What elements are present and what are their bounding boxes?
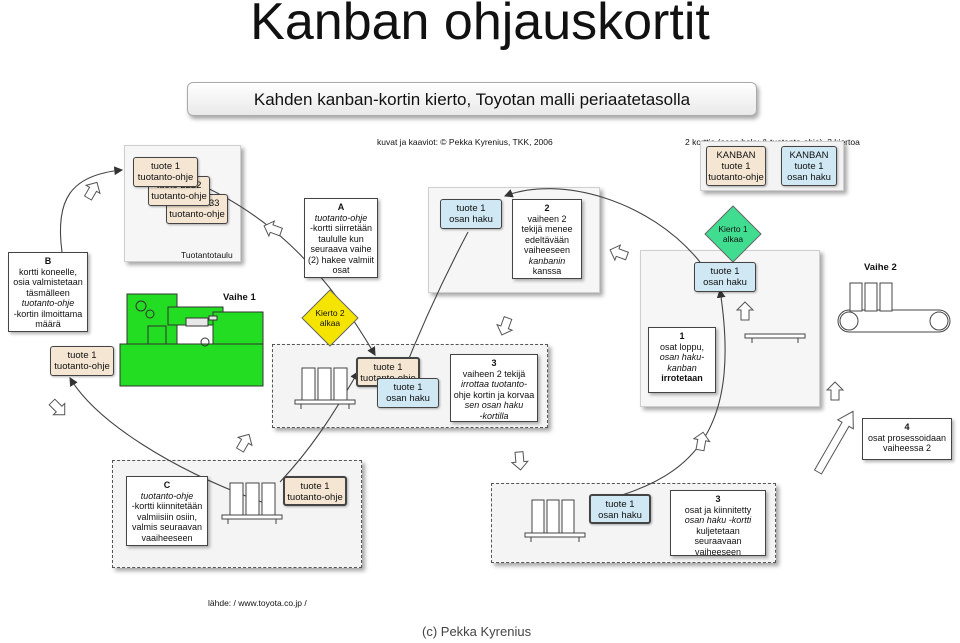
kierto1-line2: alkaa bbox=[722, 234, 744, 244]
machine-vaihe1 bbox=[119, 293, 264, 387]
diagram-banner: Kahden kanban-kortin kierto, Toyotan mal… bbox=[187, 82, 757, 116]
kierto2-line1: Kierto 2 bbox=[315, 308, 345, 318]
block-arrow-7 bbox=[235, 433, 253, 453]
flow-b-to-board bbox=[59, 166, 124, 253]
kierto2-line2: alkaa bbox=[319, 318, 341, 328]
source-text: lähde: / www.toyota.co.jp / bbox=[208, 598, 307, 608]
block-arrow-8 bbox=[510, 451, 530, 471]
block-arrow-6 bbox=[48, 398, 66, 416]
block-arrow-9 bbox=[692, 431, 711, 452]
block-arrow-11 bbox=[813, 410, 854, 475]
parts-pallet-step3a bbox=[294, 367, 356, 409]
vaihe1-label: Vaihe 1 bbox=[223, 292, 256, 303]
copyright-text: (c) Pekka Kyrenius bbox=[422, 624, 532, 639]
kierto2-diamond bbox=[301, 289, 359, 347]
page-title: Kanban ohjauskortit bbox=[250, 0, 710, 51]
conveyor-vaihe2 bbox=[744, 282, 951, 343]
flow-kierto1-to-step2 bbox=[503, 188, 701, 263]
flow-stepc-to-card bbox=[279, 371, 359, 483]
vaihe2-label: Vaihe 2 bbox=[864, 262, 897, 273]
block-arrow-4 bbox=[496, 315, 514, 336]
block-arrow-5 bbox=[735, 301, 755, 321]
parts-pallet-step3b bbox=[524, 499, 586, 542]
block-arrow-2 bbox=[263, 220, 284, 238]
parts-pallet-stepc bbox=[221, 482, 283, 524]
block-arrow-3 bbox=[609, 244, 630, 262]
block-arrow-1 bbox=[83, 181, 101, 201]
credits-text: kuvat ja kaaviot: © Pekka Kyrenius, TKK,… bbox=[377, 137, 553, 147]
board-label: Tuotantotaulu bbox=[181, 250, 233, 260]
block-arrow-10 bbox=[825, 381, 845, 401]
flow-step3b-to-store bbox=[621, 288, 726, 496]
kierto1-line1: Kierto 1 bbox=[718, 224, 748, 234]
